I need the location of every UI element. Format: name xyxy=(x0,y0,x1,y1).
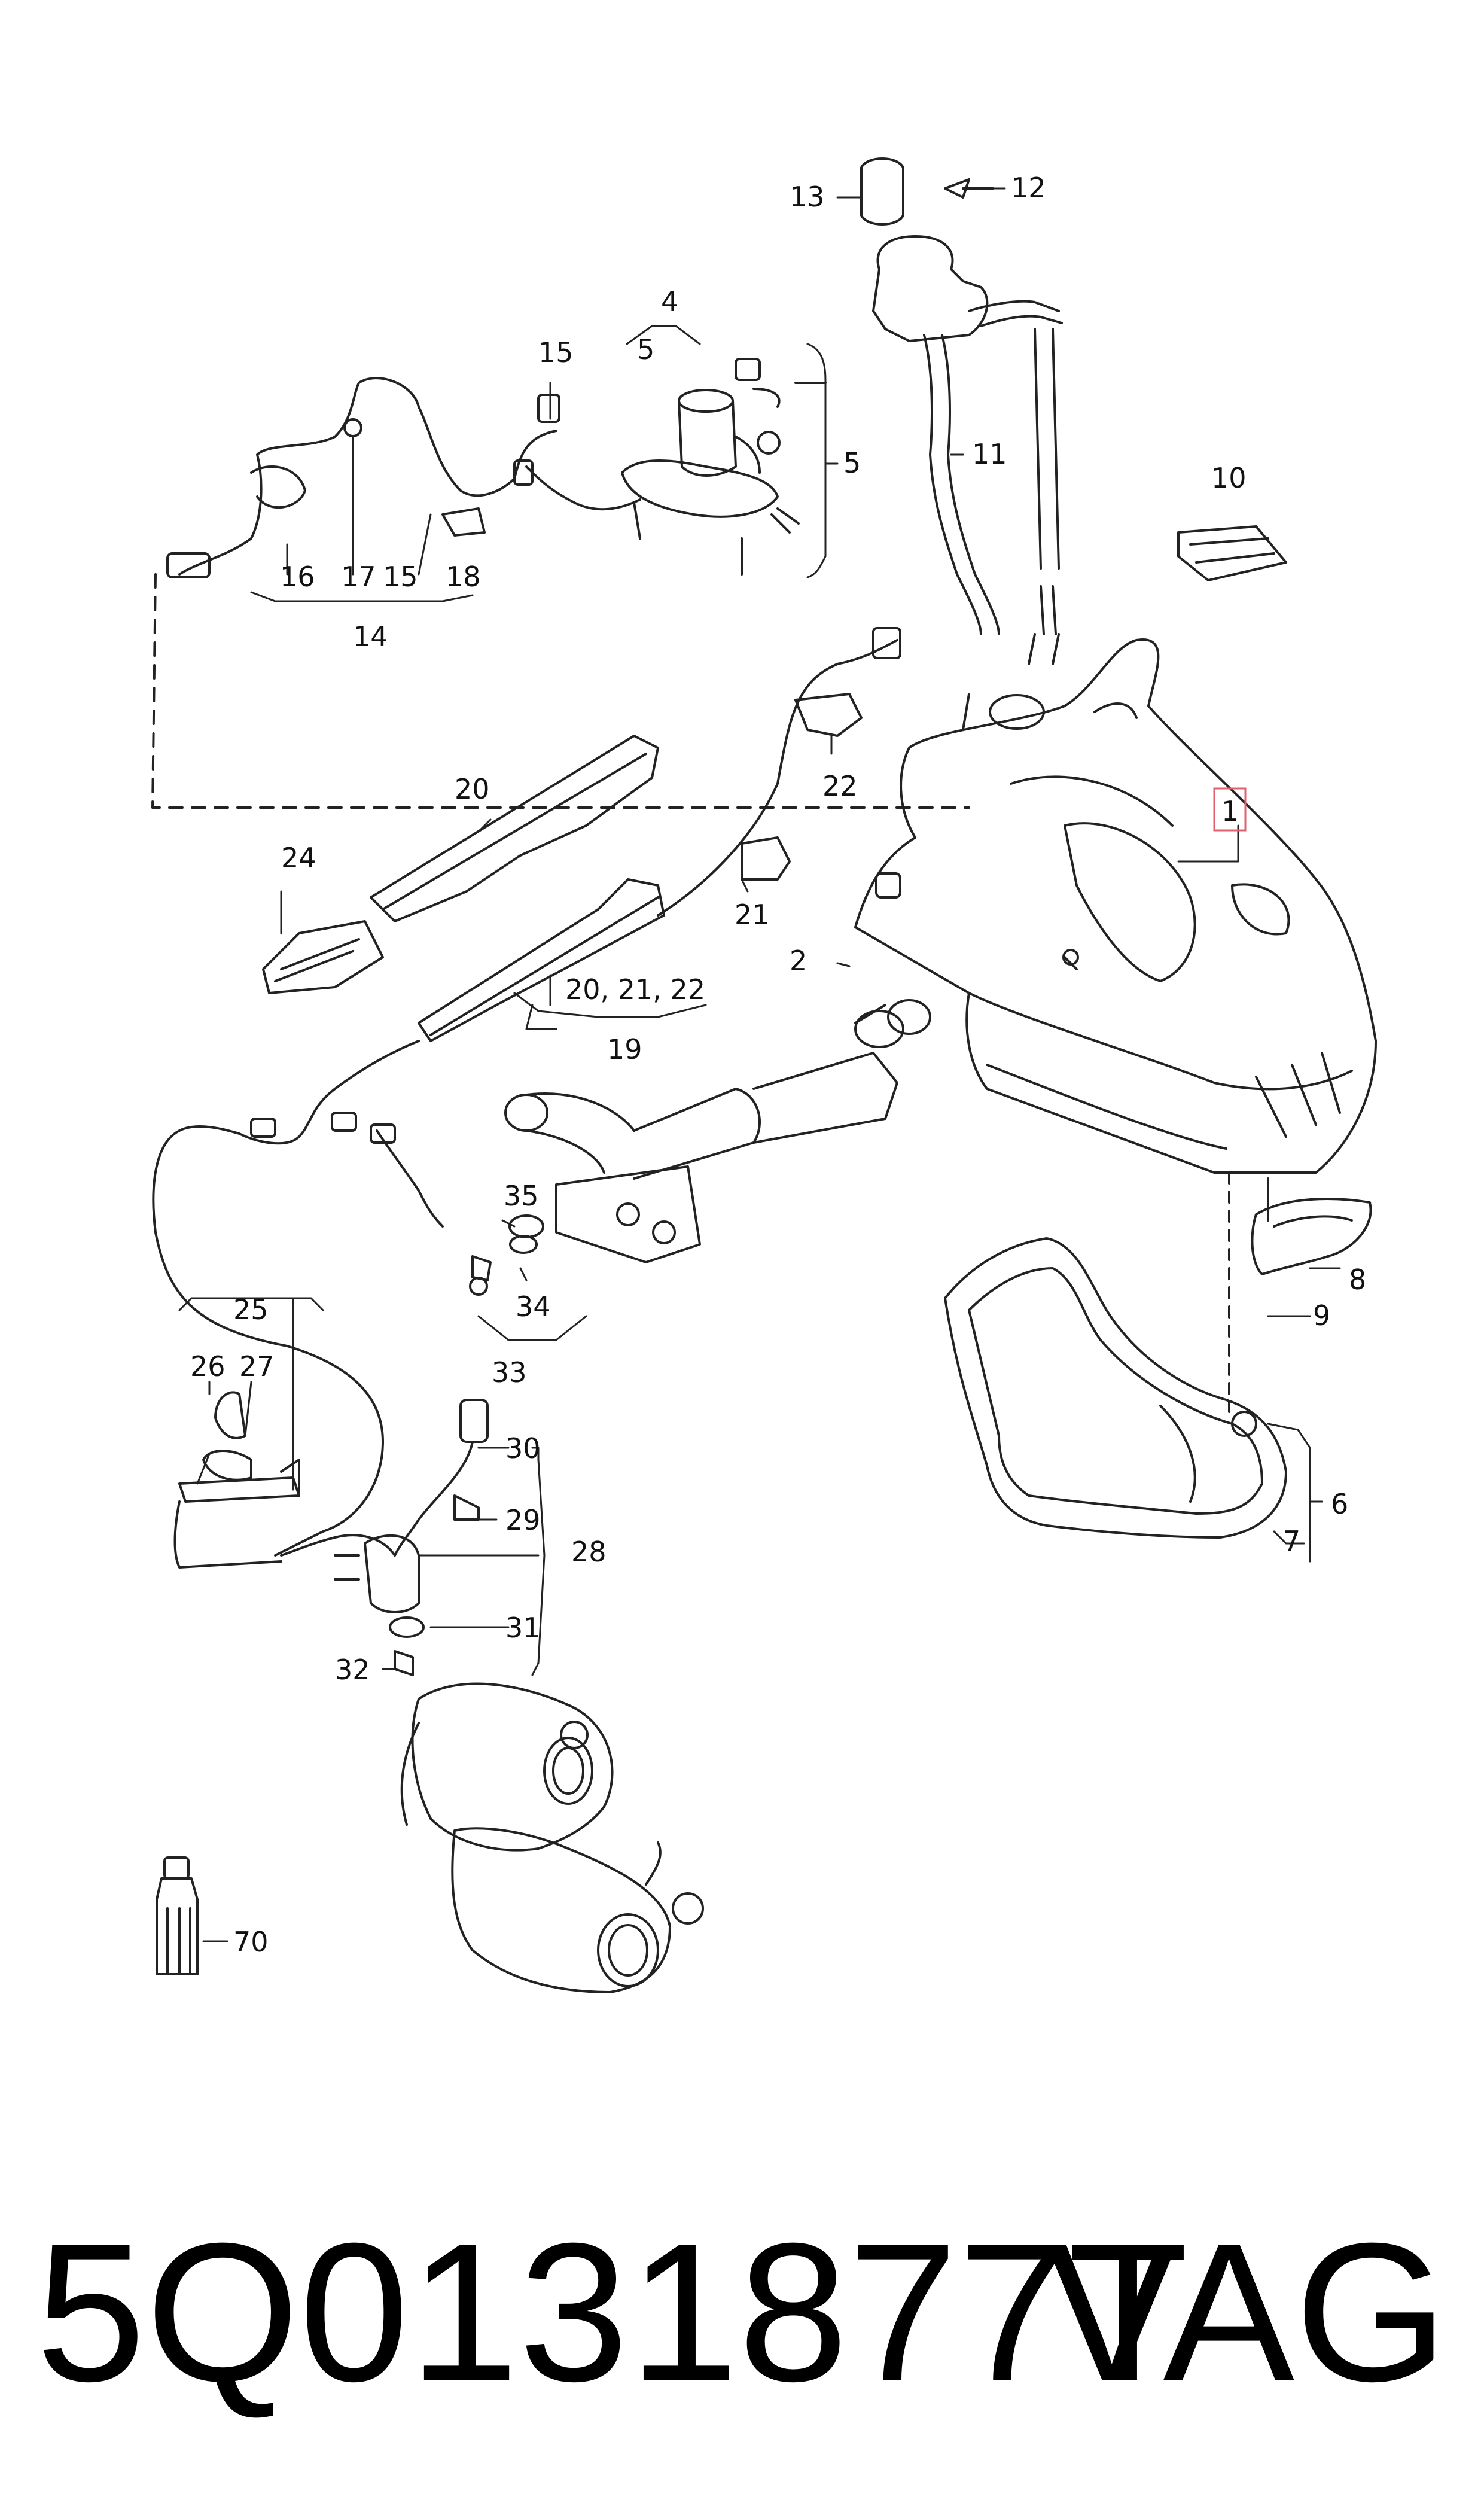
callout-6: 6 xyxy=(1331,1488,1348,1520)
underbody-covers-drawing xyxy=(944,1171,1372,1539)
sensor-assembly-drawing xyxy=(173,1391,489,1676)
callout-29: 29 xyxy=(505,1504,541,1536)
leader-lines xyxy=(178,187,1341,1942)
callout-13: 13 xyxy=(790,181,825,213)
callout-70: 70 xyxy=(233,1926,269,1958)
dashed-reference-line xyxy=(151,573,970,809)
callout-5b: 5 xyxy=(843,447,861,479)
callout-31: 31 xyxy=(505,1612,541,1644)
callout-11: 11 xyxy=(972,438,1007,470)
callout-8: 8 xyxy=(1349,1263,1366,1296)
parts-diagram: 1 2 4 5 5 6 7 8 9 10 11 12 13 14 15 15 1… xyxy=(151,157,1377,1993)
callout-9: 9 xyxy=(1313,1299,1330,1332)
callout-1: 1 xyxy=(1221,795,1239,827)
callout-35: 35 xyxy=(504,1180,539,1212)
callout-34: 34 xyxy=(516,1290,551,1323)
callout-26: 26 xyxy=(190,1350,226,1383)
callout-21: 21 xyxy=(735,899,770,931)
callout-20a: 20 xyxy=(455,773,490,805)
callout-2: 2 xyxy=(790,945,807,977)
callout-12: 12 xyxy=(1011,172,1046,204)
callout-22: 22 xyxy=(822,770,858,802)
callout-28: 28 xyxy=(571,1536,607,1568)
sender-unit-drawing xyxy=(1177,525,1287,581)
callout-24: 24 xyxy=(281,842,316,874)
callout-10: 10 xyxy=(1211,462,1247,494)
callout-19: 19 xyxy=(607,1033,642,1065)
callout-25: 25 xyxy=(233,1293,269,1326)
callout-16: 16 xyxy=(280,561,315,593)
highlight-box-part-1 xyxy=(1213,787,1247,832)
wiring-harness-14 xyxy=(166,377,641,578)
callout-5a: 5 xyxy=(637,333,654,366)
adblue-tank-drawing xyxy=(854,585,1377,1174)
heater-harness-drawing xyxy=(152,627,901,1557)
callout-20b: 20, 21, 22 xyxy=(565,973,705,1006)
callout-17: 17 xyxy=(341,561,376,593)
callout-14: 14 xyxy=(353,620,388,653)
callout-15b: 15 xyxy=(383,561,418,593)
callout-32: 32 xyxy=(335,1654,370,1686)
callout-labels: 1 2 4 5 5 6 7 8 9 10 11 12 13 14 15 15 1… xyxy=(190,172,1366,1958)
filler-neck-drawing xyxy=(860,157,1063,731)
pump-unit-drawing xyxy=(621,358,827,576)
callout-18: 18 xyxy=(446,561,481,593)
callout-27: 27 xyxy=(239,1350,275,1383)
exhaust-pipe-drawing xyxy=(469,999,931,1296)
callout-15a: 15 xyxy=(538,336,574,369)
particulate-filter-drawing xyxy=(400,1682,704,1993)
callout-4: 4 xyxy=(661,285,678,318)
bottle-drawing xyxy=(156,1856,199,1975)
callout-7: 7 xyxy=(1283,1525,1300,1557)
part-number-caption: 5Q0131877T xyxy=(36,2202,1189,2422)
brand-caption: VAG xyxy=(1046,2202,1448,2422)
callout-33: 33 xyxy=(492,1356,527,1389)
callout-30: 30 xyxy=(505,1432,541,1464)
